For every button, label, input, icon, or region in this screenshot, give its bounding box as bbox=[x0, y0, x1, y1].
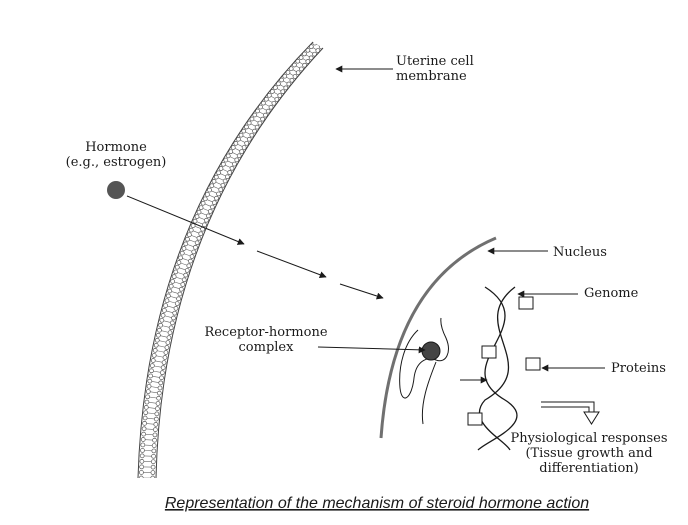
receptor-hormone-complex bbox=[399, 317, 449, 425]
genome-label: Genome bbox=[584, 286, 639, 301]
cell-membrane bbox=[137, 41, 324, 479]
hormone-path-arrow bbox=[126, 195, 384, 300]
hormone-label-line2: (e.g., estrogen) bbox=[66, 155, 167, 170]
protein-boxes bbox=[467, 296, 541, 426]
nucleus-label: Nucleus bbox=[553, 245, 607, 260]
membrane-label-line2: membrane bbox=[396, 69, 467, 84]
membrane-label-line1: Uterine cell bbox=[396, 54, 474, 69]
protein-box bbox=[481, 345, 497, 359]
receptor-label-line2: complex bbox=[239, 340, 295, 355]
hormone-label-line1: Hormone bbox=[85, 140, 147, 155]
phospholipid-bilayer bbox=[138, 42, 323, 478]
genome-double-helix bbox=[477, 286, 518, 451]
response-label-line1: Physiological responses bbox=[510, 431, 667, 446]
protein-box bbox=[518, 296, 534, 310]
nucleus-envelope bbox=[379, 236, 497, 439]
response-label-line3: differentiation) bbox=[539, 461, 638, 476]
label-pointers bbox=[317, 65, 605, 372]
protein-box bbox=[467, 412, 483, 426]
response-label-line2: (Tissue growth and bbox=[525, 446, 652, 461]
receptor-label-line1: Receptor-hormone bbox=[204, 325, 327, 340]
hormone-molecule bbox=[107, 181, 125, 199]
proteins-label: Proteins bbox=[611, 361, 666, 376]
figure-caption: Representation of the mechanism of stero… bbox=[165, 495, 589, 512]
protein-box bbox=[525, 357, 541, 371]
response-double-arrow bbox=[541, 401, 600, 425]
